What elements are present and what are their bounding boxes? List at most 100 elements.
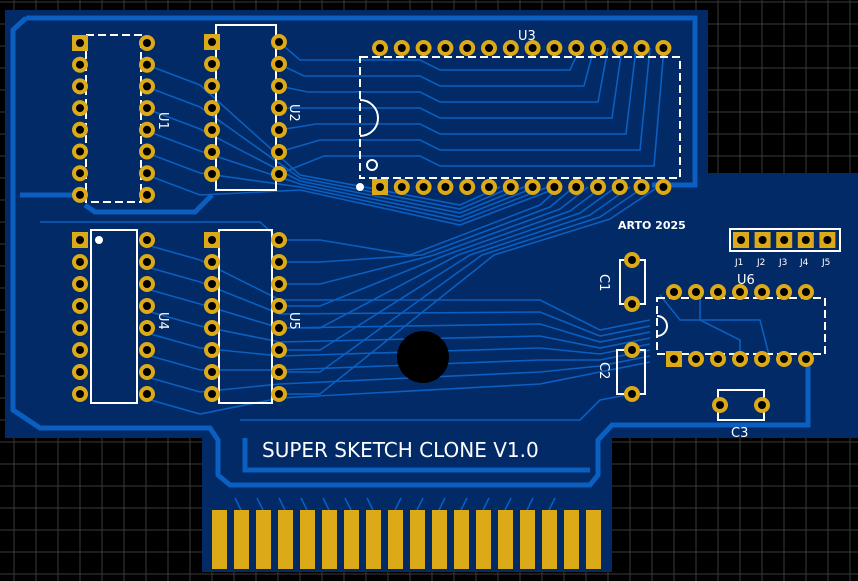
trace — [548, 497, 556, 511]
edge-finger[interactable] — [344, 510, 359, 569]
trace — [279, 47, 623, 119]
pad-hole — [76, 104, 84, 113]
trace — [278, 47, 595, 87]
edge-finger[interactable] — [586, 510, 601, 569]
pad-hole — [692, 288, 700, 296]
trace — [482, 497, 490, 511]
trace — [146, 108, 525, 214]
pad-hole — [275, 324, 283, 332]
pad-hole — [76, 82, 84, 91]
trace — [416, 497, 424, 511]
edge-finger[interactable] — [564, 510, 579, 569]
pad-hole — [506, 183, 515, 191]
edge-finger[interactable] — [520, 510, 535, 569]
pad-hole — [143, 280, 151, 288]
pad-hole — [143, 104, 151, 113]
pad-hole — [208, 302, 216, 310]
edge-finger[interactable] — [432, 510, 447, 569]
pad-hole — [758, 355, 766, 363]
pad-hole — [76, 324, 84, 332]
pad-hole — [275, 148, 283, 156]
trace — [146, 244, 651, 331]
pad-hole — [208, 390, 216, 398]
edge-finger[interactable] — [212, 510, 227, 569]
board-title: SUPER SKETCH CLONE V1.0 — [262, 438, 539, 462]
edge-finger[interactable] — [388, 510, 403, 569]
trace — [699, 292, 741, 359]
pad-hole — [275, 236, 283, 244]
pad-hole — [615, 183, 624, 191]
pad-hole — [143, 390, 151, 398]
edge-finger[interactable] — [542, 510, 557, 569]
pad-hole — [758, 236, 767, 244]
pad-hole — [485, 183, 493, 191]
trace — [279, 186, 631, 351]
j5-label: J5 — [821, 258, 830, 268]
trace — [146, 361, 651, 415]
pad-hole — [615, 44, 624, 52]
pad-hole — [208, 38, 216, 46]
pad-hole — [143, 82, 151, 91]
pad-hole — [659, 44, 668, 52]
trace — [278, 47, 665, 175]
pad-hole — [441, 183, 450, 191]
pad-hole — [76, 368, 84, 376]
pad-hole — [441, 44, 450, 52]
trace — [279, 186, 603, 307]
j2-label: J2 — [756, 258, 765, 268]
trace — [240, 393, 633, 421]
pad-hole — [801, 236, 810, 244]
pad-hole — [736, 355, 744, 363]
pad-hole — [780, 236, 789, 244]
pad-hole — [714, 355, 722, 363]
trace — [146, 86, 513, 210]
pad-hole — [208, 170, 216, 178]
trace — [460, 497, 468, 511]
pad-hole — [419, 44, 428, 52]
u3-label: U3 — [518, 29, 536, 44]
pad-hole — [76, 390, 84, 398]
u1-outline — [85, 34, 142, 203]
jumper-outline — [729, 228, 841, 252]
pad-hole — [143, 258, 151, 266]
pad-hole — [594, 183, 602, 191]
edge-finger[interactable] — [278, 510, 293, 569]
mounting-hole[interactable] — [397, 331, 449, 383]
pad-hole — [637, 44, 646, 52]
pad-hole — [208, 126, 216, 134]
edge-finger[interactable] — [366, 510, 381, 569]
pad-hole — [275, 38, 283, 46]
pad-hole — [670, 288, 678, 296]
pad-hole — [208, 82, 216, 90]
edge-finger[interactable] — [256, 510, 271, 569]
pad-hole — [208, 148, 216, 156]
j4-label: J4 — [799, 258, 809, 268]
edge-finger[interactable] — [300, 510, 315, 569]
trace — [278, 47, 609, 103]
trace — [256, 497, 264, 511]
pad-hole — [76, 346, 84, 354]
pad-hole — [143, 368, 151, 376]
pad-hole — [714, 288, 722, 296]
pad-hole — [628, 346, 636, 354]
u3-outline — [359, 56, 681, 179]
pad-hole — [76, 169, 84, 178]
pad-hole — [659, 183, 668, 191]
edge-finger[interactable] — [454, 510, 469, 569]
trace — [278, 41, 581, 71]
j3-label: J3 — [778, 258, 787, 268]
pad-hole — [628, 300, 636, 308]
edge-finger[interactable] — [410, 510, 425, 569]
edge-finger[interactable] — [234, 510, 249, 569]
author-label: ARTO 2025 — [618, 219, 686, 232]
pad-hole — [628, 390, 636, 398]
edge-finger[interactable] — [476, 510, 491, 569]
pad-hole — [628, 256, 636, 264]
pad-hole — [419, 183, 428, 191]
pin1-dot — [356, 183, 364, 191]
pad-hole — [143, 324, 151, 332]
edge-finger[interactable] — [322, 510, 337, 569]
pad-hole — [506, 44, 515, 52]
edge-finger[interactable] — [498, 510, 513, 569]
